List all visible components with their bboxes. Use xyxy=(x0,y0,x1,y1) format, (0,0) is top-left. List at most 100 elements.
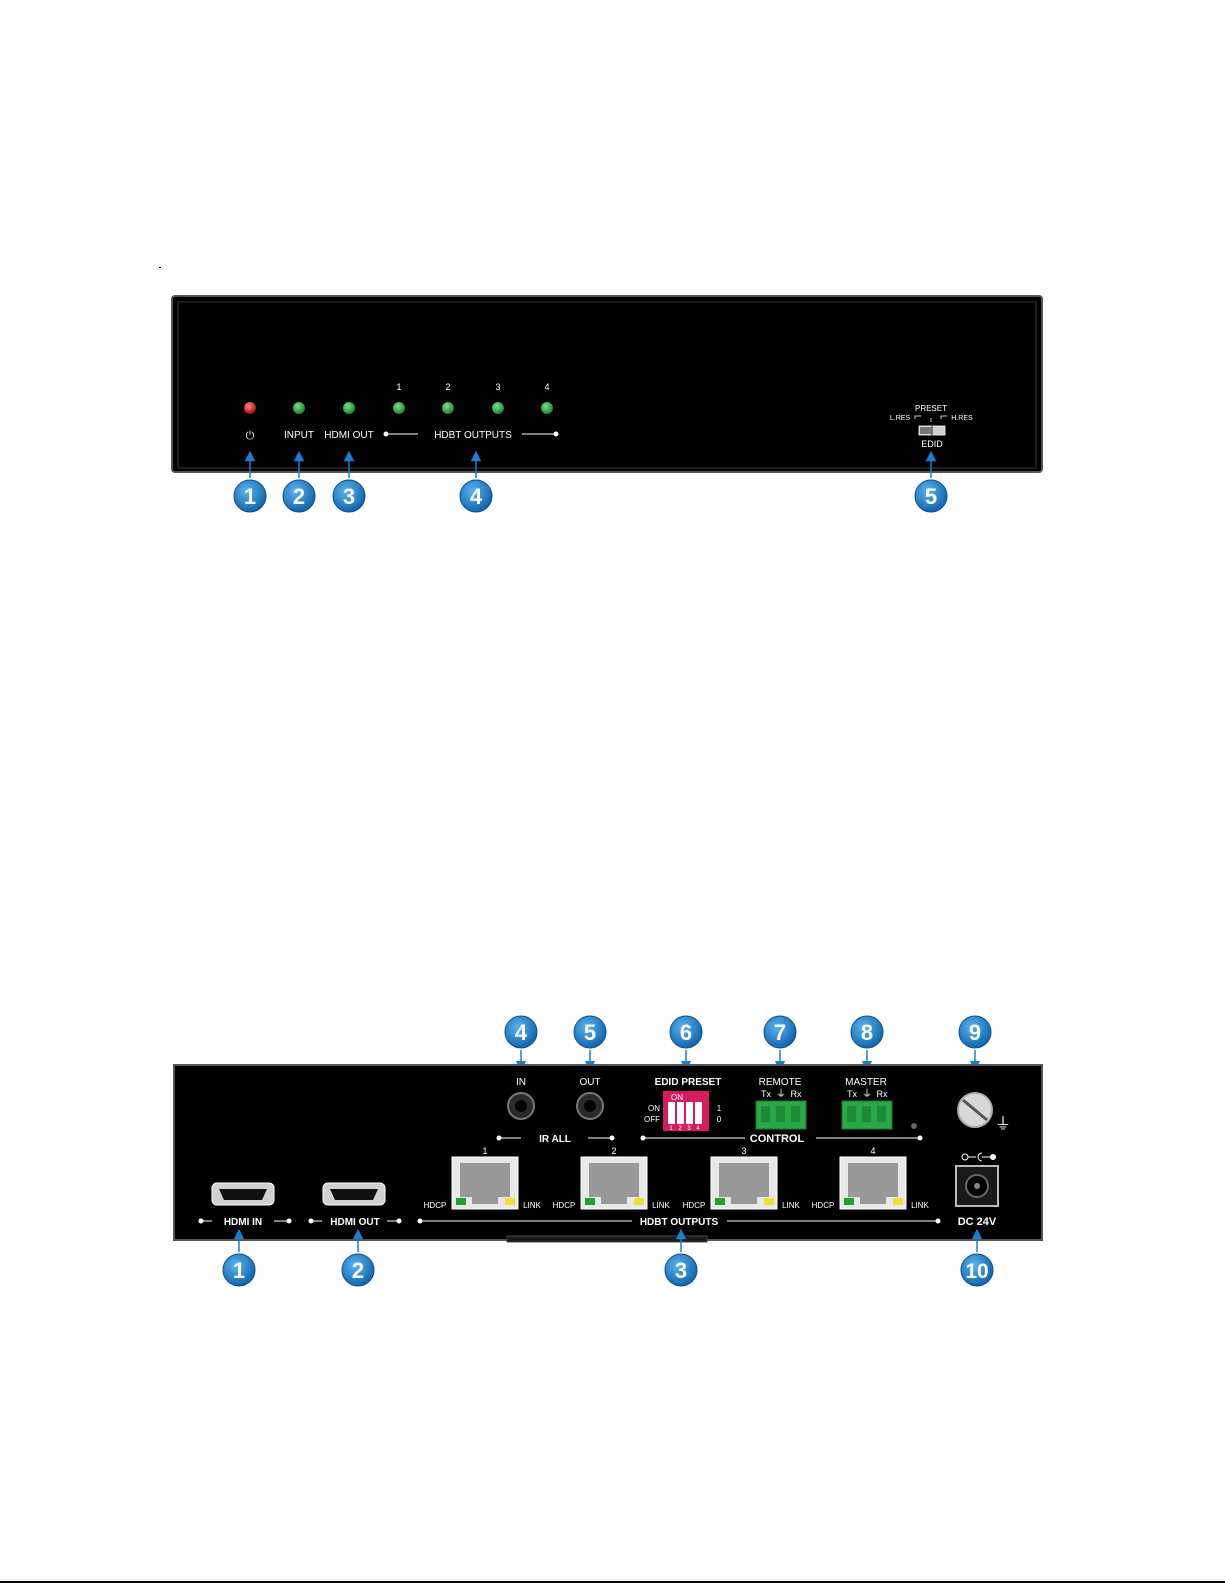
callout-number: 2 xyxy=(352,1258,364,1283)
terminal-pin xyxy=(877,1106,886,1122)
led-number: 4 xyxy=(544,382,549,392)
dip-on-top-label: ON xyxy=(671,1093,683,1102)
hdbt-outputs-label: HDBT OUTPUTS xyxy=(434,430,512,441)
ir-in-jack-hole xyxy=(515,1100,527,1112)
callout-badge: 8 xyxy=(851,1016,883,1048)
callout-number: 5 xyxy=(925,484,937,509)
rj45-latch xyxy=(860,1197,886,1204)
terminal-pin xyxy=(791,1106,800,1122)
power-led xyxy=(244,402,256,414)
dip-0-label: 0 xyxy=(717,1115,722,1124)
rj45-socket xyxy=(589,1163,639,1197)
port-number: 3 xyxy=(741,1146,746,1156)
front-callouts: 1 2 3 4 5 xyxy=(234,480,947,512)
hdmi-in-port[interactable] xyxy=(212,1183,274,1205)
hdcp-led xyxy=(456,1198,466,1205)
callout-number: 4 xyxy=(470,484,483,509)
rear-foot xyxy=(507,1236,707,1242)
callout-number: 3 xyxy=(675,1258,687,1283)
callout-number: 1 xyxy=(244,484,256,509)
port-number: 2 xyxy=(611,1146,616,1156)
hdmi-in-label: HDMI IN xyxy=(224,1217,262,1228)
callout-badge: 5 xyxy=(574,1016,606,1048)
rj45-latch xyxy=(601,1197,627,1204)
callout-badge: 1 xyxy=(223,1254,255,1286)
callout-badge: 3 xyxy=(665,1254,697,1286)
power-icon: ⏻ xyxy=(246,430,255,442)
ir-out-jack-hole xyxy=(584,1100,596,1112)
callout-number: 5 xyxy=(584,1020,596,1045)
edid-switch-slider[interactable] xyxy=(920,427,931,434)
terminal-pin xyxy=(847,1106,856,1122)
port-number: 4 xyxy=(870,1146,875,1156)
dip-1-label: 1 xyxy=(717,1104,722,1113)
bracket-dot xyxy=(610,1136,615,1141)
callout-number: 1 xyxy=(233,1258,245,1283)
hdbt-output-3-led xyxy=(492,402,504,414)
dip-switch-4[interactable] xyxy=(695,1102,702,1124)
hdbt-outputs-label: HDBT OUTPUTS xyxy=(640,1217,719,1228)
master-tx-label: Tx xyxy=(847,1089,857,1099)
master-rx-label: Rx xyxy=(877,1089,888,1099)
bracket-dot xyxy=(384,432,389,437)
hdcp-led xyxy=(844,1198,854,1205)
callout-badge: 10 xyxy=(961,1254,993,1286)
led-number: 1 xyxy=(396,382,401,392)
callout-badge: 6 xyxy=(670,1016,702,1048)
hdcp-label: HDCP xyxy=(812,1201,835,1210)
link-label: LINK xyxy=(523,1201,541,1210)
bracket-dot xyxy=(918,1136,923,1141)
callout-number: 9 xyxy=(969,1020,981,1045)
dc-24v-label: DC 24V xyxy=(958,1216,997,1228)
hdmi-out-port[interactable] xyxy=(323,1183,385,1205)
terminal-pin xyxy=(862,1106,871,1122)
ir-all-label: IR ALL xyxy=(539,1134,571,1145)
bracket-dot xyxy=(287,1219,292,1224)
dip-on-label: ON xyxy=(648,1104,660,1113)
remote-rx-label: Rx xyxy=(791,1089,802,1099)
rj45-socket xyxy=(460,1163,510,1197)
dip-off-label: OFF xyxy=(644,1115,660,1124)
rj45-socket xyxy=(719,1163,769,1197)
remote-label: REMOTE xyxy=(759,1077,802,1088)
input-led xyxy=(293,402,305,414)
hdmi-socket xyxy=(330,1189,378,1200)
dip-switch-2[interactable] xyxy=(677,1102,684,1124)
dip-switch-3[interactable] xyxy=(686,1102,693,1124)
rear-bottom-callouts: 1 2 3 10 xyxy=(223,1254,993,1286)
link-led xyxy=(764,1198,774,1205)
page-footer-rule xyxy=(0,1581,1225,1583)
bracket-dot xyxy=(641,1136,646,1141)
link-led xyxy=(634,1198,644,1205)
bracket-dot xyxy=(554,432,559,437)
callout-badge: 3 xyxy=(333,480,365,512)
stray-mark xyxy=(159,267,161,268)
ir-in-label: IN xyxy=(516,1077,526,1088)
hdcp-label: HDCP xyxy=(683,1201,706,1210)
hdbt-output-1-led xyxy=(393,402,405,414)
edid-label: EDID xyxy=(921,439,943,449)
edid-preset-label: PRESET xyxy=(915,404,947,413)
callout-number: 10 xyxy=(965,1260,988,1283)
ground-icon: ⏚ xyxy=(776,1088,786,1100)
callout-number: 6 xyxy=(680,1020,692,1045)
hdcp-label: HDCP xyxy=(553,1201,576,1210)
bracket-dot xyxy=(397,1219,402,1224)
rear-chassis xyxy=(174,1065,1042,1240)
led-number: 3 xyxy=(495,382,500,392)
edid-hres-label: H.RES xyxy=(951,415,973,422)
rj45-latch xyxy=(472,1197,498,1204)
callout-badge: 5 xyxy=(915,480,947,512)
hdbt-output-4-led xyxy=(541,402,553,414)
hdmi-out-label: HDMI OUT xyxy=(330,1217,379,1228)
dip-switch-1[interactable] xyxy=(668,1102,675,1124)
callout-number: 8 xyxy=(861,1020,873,1045)
callout-badge: 7 xyxy=(764,1016,796,1048)
callout-badge: 4 xyxy=(460,480,492,512)
dc-jack-pin xyxy=(974,1183,980,1189)
link-label: LINK xyxy=(652,1201,670,1210)
rj45-socket xyxy=(848,1163,898,1197)
port-number: 1 xyxy=(482,1146,487,1156)
link-led xyxy=(893,1198,903,1205)
hdmi-socket xyxy=(219,1189,267,1200)
